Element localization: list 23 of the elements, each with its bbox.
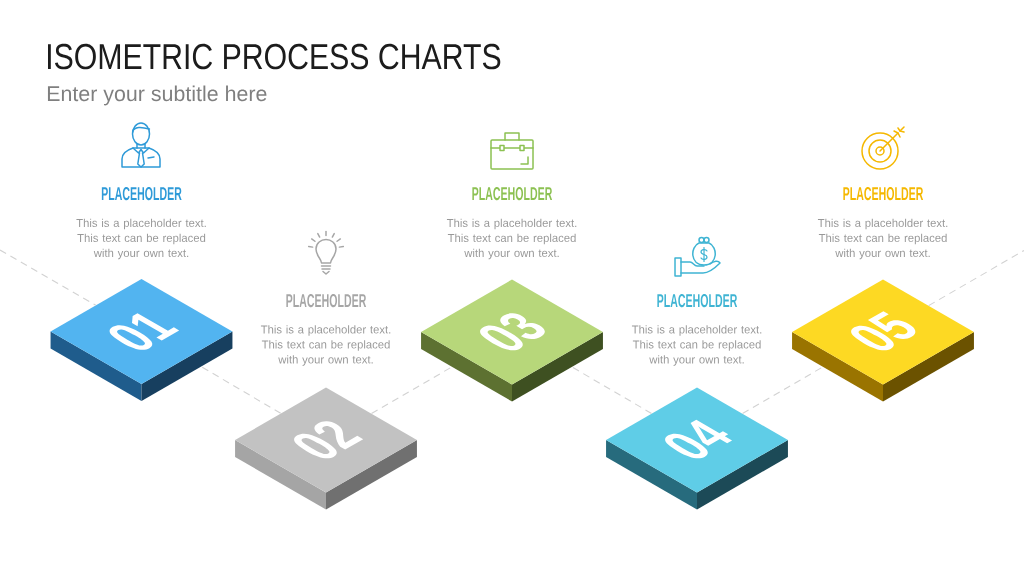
dashed-line: [928, 249, 1024, 307]
dashed-line: [741, 366, 823, 415]
description: This is a placeholder text. This text can be replaced with your own text.: [817, 218, 948, 260]
dashed-line: [370, 366, 452, 415]
iso-tile: 05: [792, 279, 974, 402]
description: This is a placeholder text. This text can be replaced with your own text.: [260, 325, 391, 366]
title: ISOMETRIC PROCESS CHARTS: [48, 43, 501, 70]
heading: PLACEHOLDER: [286, 294, 367, 308]
heading: PLACEHOLDER: [843, 187, 924, 201]
iso-tile: 02: [235, 387, 417, 510]
dashed-line: [0, 249, 97, 306]
description: This is a placeholder text. This text can be replaced with your own text.: [631, 325, 762, 366]
iso-tile: 04: [606, 387, 788, 510]
description: This is a placeholder text. This text can be replaced with your own text.: [446, 218, 577, 260]
dashed-line: [572, 367, 653, 415]
heading: PLACEHOLDER: [657, 294, 738, 308]
heading: PLACEHOLDER: [101, 187, 182, 201]
iso-tile: 03: [421, 279, 603, 402]
dashed-line: [201, 366, 282, 414]
iso-tile: 01: [50, 279, 233, 401]
description: This is a placeholder text. This text can be replaced with your own text.: [76, 218, 206, 260]
heading: PLACEHOLDER: [472, 187, 553, 201]
subtitle: Enter your subtitle here: [47, 85, 267, 106]
